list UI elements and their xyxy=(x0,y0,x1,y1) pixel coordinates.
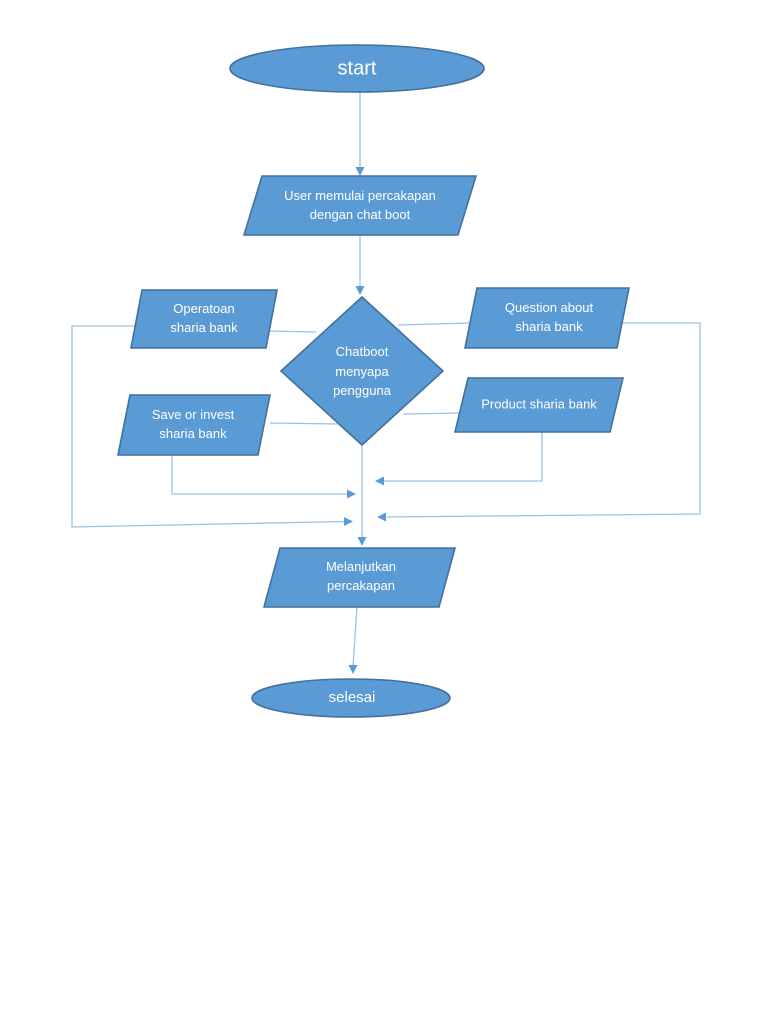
edge-decision-to-save-invest xyxy=(269,422,339,425)
edge-question-to-continue xyxy=(386,322,701,518)
edge-continue-to-end xyxy=(352,606,358,667)
node-save-invest-label: Save or invest sharia bank xyxy=(151,407,235,441)
node-start-shape xyxy=(229,44,485,93)
arrowhead-operation-to-continue xyxy=(344,517,353,526)
node-question-label: Question about sharia bank xyxy=(504,300,594,334)
node-user-start-shape xyxy=(242,175,478,236)
edge-operation-to-continue xyxy=(71,325,346,528)
node-decision-shape xyxy=(279,295,445,447)
node-continue-shape xyxy=(262,547,457,608)
node-user-start-label: User memulai percakapan dengan chat boot xyxy=(284,188,436,222)
edge-decision-to-question xyxy=(397,322,471,326)
node-continue-label: Melanjutkan percakapan xyxy=(325,559,397,593)
node-start-label: start xyxy=(337,57,377,80)
node-save-invest-shape xyxy=(117,394,271,456)
arrowhead-question-to-continue xyxy=(377,512,386,522)
arrowhead-start-to-user xyxy=(355,167,365,176)
arrowhead-save-invest-to-continue xyxy=(347,489,356,499)
node-product-label: Product sharia bank xyxy=(481,396,597,412)
node-decision-label: Chatboot menyapa pengguna xyxy=(333,343,391,398)
edge-decision-to-product xyxy=(402,412,462,415)
node-question-shape xyxy=(464,287,630,349)
node-end-label: selesai xyxy=(328,689,376,707)
arrowhead-decision-to-continue xyxy=(357,537,367,546)
arrowhead-user-to-decision xyxy=(355,286,365,295)
node-operation-label: Operatoan sharia bank xyxy=(170,301,238,335)
edge-product-to-continue xyxy=(384,432,543,482)
arrowhead-continue-to-end xyxy=(348,665,358,674)
edge-save-invest-to-continue xyxy=(171,455,348,495)
node-operation-shape xyxy=(130,289,278,349)
node-product-shape xyxy=(453,377,625,433)
node-end-shape xyxy=(251,678,451,718)
arrowhead-product-to-continue xyxy=(375,476,384,486)
edge-decision-to-operation xyxy=(266,330,317,333)
